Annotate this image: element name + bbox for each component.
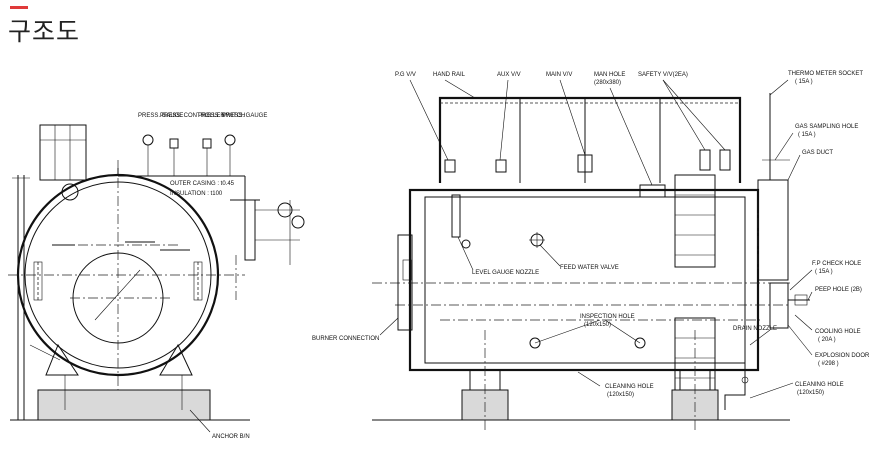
label-hand-rail: HAND RAIL bbox=[433, 72, 466, 78]
safety-valve-icon bbox=[699, 149, 711, 171]
label-insulation: INSULATION : t100 bbox=[170, 191, 223, 197]
man-hole bbox=[639, 184, 666, 198]
ladder-upper bbox=[674, 174, 716, 268]
label-level-gauge-nozzle: LEVEL GAUGE NOZZLE bbox=[472, 270, 539, 276]
saddle-left bbox=[45, 343, 79, 376]
label-gas-duct: GAS DUCT bbox=[802, 150, 833, 156]
drum-shell bbox=[408, 188, 760, 372]
front-view: PRESS. GAUGE PRESS. CONTROLLER PRESS. SW… bbox=[8, 113, 305, 440]
inspection-hole-icon bbox=[529, 337, 541, 349]
label-cleaning-hole-1-size: (120x150) bbox=[607, 392, 634, 398]
saddle-right bbox=[159, 343, 193, 376]
label-explosion-door-size: ( #298 ) bbox=[818, 361, 839, 367]
level-gauge bbox=[244, 199, 256, 261]
pg-valve-icon bbox=[444, 159, 456, 173]
label-press-controller: PRESS. CONTROLLER bbox=[160, 113, 225, 119]
gas-duct bbox=[757, 179, 789, 281]
label-main-vv: MAIN V/V bbox=[546, 72, 572, 78]
label-man-hole-size: (280x380) bbox=[594, 80, 621, 86]
title-accent-bar bbox=[10, 6, 28, 9]
label-press-gauge-2: PRESS. GAUGE bbox=[222, 113, 267, 119]
concrete-foundation bbox=[37, 389, 211, 421]
label-explosion-door: EXPLOSION DOOR bbox=[815, 353, 870, 359]
label-cleaning-hole-2: CLEANING HOLE bbox=[795, 382, 844, 388]
label-pg-vv: P.G V/V bbox=[395, 72, 416, 78]
label-press-switch: PRESS. SWITCH bbox=[198, 113, 245, 119]
pressure-gauge-icon bbox=[142, 134, 154, 146]
label-outer-casing: OUTER CASING : t0.45 bbox=[170, 181, 235, 187]
label-anchor: ANCHOR B/N bbox=[212, 434, 250, 440]
label-cleaning-hole-1: CLEANING HOLE bbox=[605, 384, 654, 390]
label-man-hole: MAN HOLE bbox=[594, 72, 625, 78]
label-fp-check-hole: F.P CHECK HOLE bbox=[812, 261, 861, 267]
label-cleaning-hole-2-size: (120x150) bbox=[797, 390, 824, 396]
label-thermo-meter-socket-size: ( 15A ) bbox=[795, 79, 813, 85]
level-gauge-nozzle bbox=[451, 194, 461, 238]
label-inspection-hole-size: (120x150) bbox=[584, 322, 611, 328]
pressure-gauge-icon bbox=[224, 134, 236, 146]
label-fp-check-hole-size: ( 15A ) bbox=[815, 269, 833, 275]
label-safety-vv: SAFETY V/V(2EA) bbox=[638, 72, 688, 78]
pressure-switch-icon bbox=[202, 138, 212, 149]
label-aux-vv: AUX V/V bbox=[497, 72, 521, 78]
label-gas-sampling-hole: GAS SAMPLING HOLE bbox=[795, 124, 858, 130]
label-peep-hole: PEEP HOLE (2B) bbox=[815, 287, 862, 293]
top-nozzle bbox=[61, 183, 79, 201]
label-gas-sampling-hole-size: ( 15A ) bbox=[798, 132, 816, 138]
burner-plate bbox=[397, 234, 413, 331]
label-thermo-meter-socket: THERMO METER SOCKET bbox=[788, 71, 863, 77]
label-cooling-hole-size: ( 20A ) bbox=[818, 337, 836, 343]
valve-wheel-icon bbox=[291, 215, 305, 229]
page-title: 구조도 bbox=[8, 17, 81, 46]
label-press-gauge-1: PRESS. GAUGE bbox=[138, 113, 183, 119]
top-ladder bbox=[39, 124, 87, 181]
label-cooling-hole: COOLING HOLE bbox=[815, 329, 861, 335]
label-feed-water-valve: FEED WATER VALVE bbox=[560, 265, 619, 271]
label-inspection-hole: INSPECTION HOLE bbox=[580, 314, 635, 320]
inspection-hole-icon bbox=[634, 337, 646, 349]
aux-valve-icon bbox=[495, 159, 507, 173]
drum-inner bbox=[424, 196, 746, 364]
explosion-door bbox=[769, 282, 789, 329]
pressure-controller-icon bbox=[169, 138, 179, 149]
side-view: P.G V/V HAND RAIL AUX V/V MAIN V/V MAN H… bbox=[312, 71, 870, 430]
label-drain-nozzle: DRAIN NOZZLE bbox=[733, 326, 777, 332]
label-burner-connection: BURNER CONNECTION bbox=[312, 336, 379, 342]
safety-valve-icon bbox=[719, 149, 731, 171]
hand-rail bbox=[438, 96, 742, 183]
